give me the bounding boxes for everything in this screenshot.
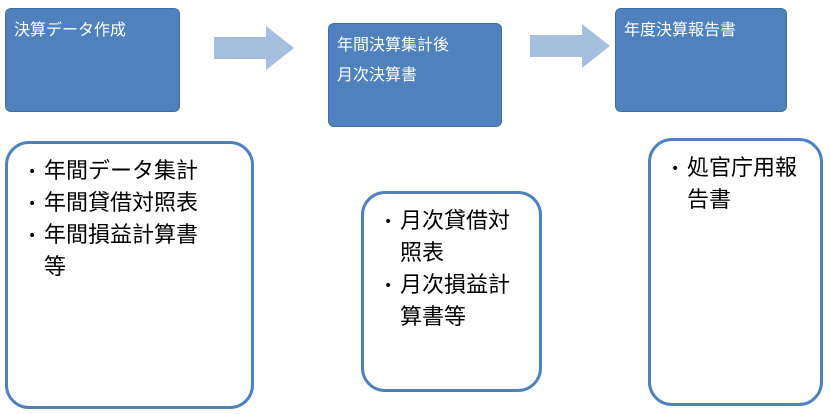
detail-box-annual: 年間データ集計 年間貸借対照表 年間損益計算書 等 xyxy=(5,141,254,409)
stage-label: 年間決算集計後 xyxy=(337,35,450,54)
list-item: 年間データ集計 xyxy=(28,156,251,188)
list-item-text: 年間損益計算書 xyxy=(44,223,199,248)
list-item-text: 処官庁用報 xyxy=(687,156,798,181)
list-item: 年間貸借対照表 xyxy=(28,188,251,220)
stage-box-annual-monthly: 年間決算集計後 月次決算書 xyxy=(328,23,502,127)
flow-arrow-icon xyxy=(530,24,610,68)
list-item-text: 算書等 xyxy=(400,305,467,330)
list-item-text: 照表 xyxy=(400,241,445,266)
list-item-text: 等 xyxy=(44,255,67,280)
flow-arrow-icon xyxy=(214,26,294,70)
list-item-text: 月次損益計 xyxy=(400,273,511,298)
stage-label: 年度決算報告書 xyxy=(624,20,737,39)
list-item-text: 月次貸借対 xyxy=(400,209,511,234)
list-item: 月次損益計 算書等 xyxy=(384,270,539,334)
list-item-text: 年間貸借対照表 xyxy=(44,191,199,216)
detail-box-report: 処官庁用報 告書 xyxy=(648,138,823,406)
stage-box-data-creation: 決算データ作成 xyxy=(5,8,180,112)
stage-label: 決算データ作成 xyxy=(14,20,127,39)
stage-box-annual-report: 年度決算報告書 xyxy=(615,8,787,112)
detail-box-monthly: 月次貸借対 照表 月次損益計 算書等 xyxy=(361,191,542,392)
list-item-text: 告書 xyxy=(687,188,732,213)
list-item: 処官庁用報 告書 xyxy=(671,153,820,217)
stage-label: 月次決算書 xyxy=(337,65,418,84)
list-item-text: 年間データ集計 xyxy=(44,159,199,184)
list-item: 年間損益計算書 等 xyxy=(28,220,251,284)
list-item: 月次貸借対 照表 xyxy=(384,206,539,270)
